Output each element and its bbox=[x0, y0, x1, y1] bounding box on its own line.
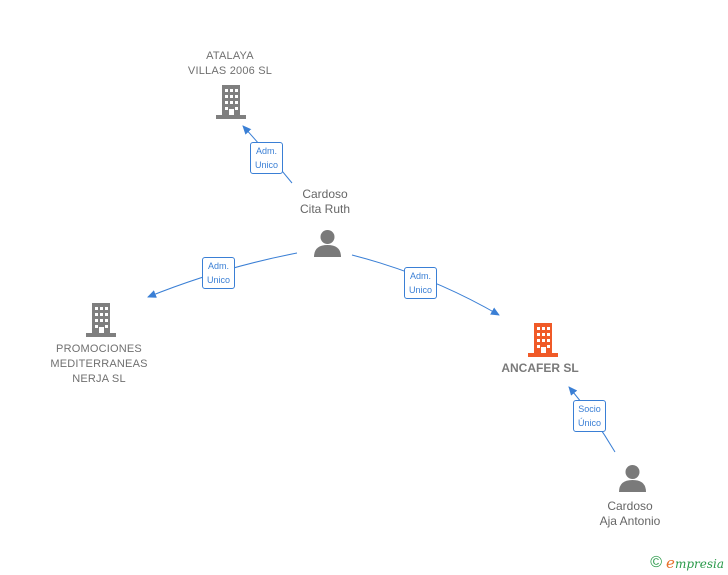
building-icon-ancafer[interactable] bbox=[528, 323, 558, 357]
atalaya-label[interactable]: ATALAYA VILLAS 2006 SL bbox=[187, 50, 273, 77]
building-icon-promociones[interactable] bbox=[86, 303, 116, 337]
ancafer-label[interactable]: ANCAFER SL bbox=[501, 361, 579, 375]
promociones-label[interactable]: PROMOCIONES MEDITERRANEAS NERJA SL bbox=[50, 343, 148, 385]
edge-label-to-atalaya[interactable]: Adm. Unico bbox=[250, 142, 284, 174]
person-icon-aja-antonio[interactable] bbox=[618, 464, 647, 492]
edge-label-to-ancafer[interactable]: Adm. Unico bbox=[404, 267, 438, 299]
person-icon-cita-ruth[interactable] bbox=[313, 229, 342, 257]
building-icon-atalaya[interactable] bbox=[216, 85, 246, 119]
copyright-icon: © bbox=[650, 554, 663, 571]
footer-brand[interactable]: © empresia bbox=[650, 554, 724, 572]
aja-antonio-label[interactable]: Cardoso Aja Antonio bbox=[599, 499, 661, 528]
edge-label-aja-to-ancafer[interactable]: Socio Único bbox=[573, 400, 607, 432]
edge-label-to-promociones[interactable]: Adm. Unico bbox=[202, 257, 236, 289]
cita-ruth-label[interactable]: Cardoso Cita Ruth bbox=[299, 187, 351, 216]
brand-logo: empresia bbox=[666, 554, 724, 572]
